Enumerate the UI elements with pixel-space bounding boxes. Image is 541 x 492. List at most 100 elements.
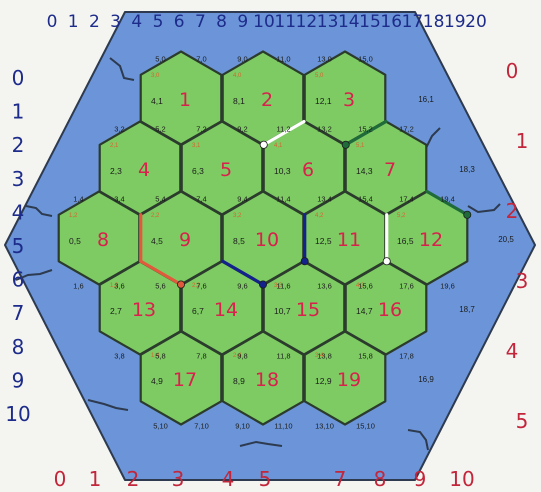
bottom-ruler-number: 5 [259,467,272,491]
top-ruler-number: 16 [380,12,402,32]
tile-number: 3 [343,89,355,111]
hex-tile[interactable]: 94,52,2 [139,190,223,286]
vertex-coordinate: 11,8 [276,352,290,361]
hex-shape [221,330,305,426]
tile-number: 1 [179,89,191,111]
tile-tag: 2,1 [110,143,119,149]
top-ruler-number: 1 [68,12,79,32]
vertex-coordinate: 3,8 [114,352,124,361]
tile-coordinate: 8,9 [233,376,245,386]
green-settlement[interactable] [341,140,350,149]
top-ruler-number: 10 [253,12,275,32]
tile-coordinate: 12,9 [315,376,332,386]
top-ruler-number: 6 [174,12,185,32]
right-ruler-number: 1 [516,129,529,153]
top-ruler-number: 4 [131,12,142,32]
tile-coordinate: 14,3 [356,166,373,176]
tile-tag: 4,3 [356,283,365,289]
tile-coordinate: 2,3 [110,166,122,176]
tile-coordinate: 8,1 [233,96,245,106]
tile-coordinate: 10,3 [274,166,291,176]
green-road[interactable] [344,119,388,147]
tile-tag: 1,3 [110,283,119,289]
right-ruler-number: 5 [516,409,529,433]
tile-tag: 3,4 [315,353,324,359]
tile-coordinate: 16,5 [397,236,414,246]
bottom-ruler-number: 7 [334,467,347,491]
tile-tag: 5,2 [397,213,406,219]
green-road[interactable] [425,189,469,217]
vertex-coordinate: 15,0 [358,55,373,64]
top-ruler-number: 20 [465,12,487,32]
top-ruler-number: 9 [237,12,248,32]
top-ruler-number: 3 [110,12,121,32]
left-ruler-number: 5 [12,234,25,258]
tile-number: 2 [261,89,273,111]
hex-tile[interactable]: 188,92,4 [221,330,305,426]
left-ruler-number: 3 [12,167,25,191]
tile-tag: 2,4 [233,353,242,359]
left-ruler-number: 9 [12,368,25,392]
left-ruler-number: 2 [12,133,25,157]
tile-number: 19 [337,369,361,391]
tile-tag: 2,3 [192,283,201,289]
tile-number: 10 [255,229,279,251]
water-coordinate: 18,3 [459,165,475,174]
white-settlement[interactable] [259,140,268,149]
bottom-ruler-number: 9 [414,467,427,491]
tile-tag: 5,1 [356,143,365,149]
tile-number: 15 [296,299,320,321]
water-coordinate: 16,1 [418,95,434,104]
tile-tag: 5,0 [315,73,324,79]
frame-ticks [15,57,501,451]
blue-road[interactable] [221,259,265,287]
vertex-coordinate: 13,10 [315,422,334,431]
vertex-coordinate: 9,10 [235,422,250,431]
tile-tag: 3,1 [192,143,201,149]
red-settlement[interactable] [176,280,185,289]
left-ruler-number: 0 [12,66,25,90]
top-ruler-number: 8 [216,12,227,32]
top-ruler-number: 11 [274,12,296,32]
bottom-ruler-number: 10 [449,467,474,491]
tile-number: 17 [173,369,197,391]
tile-tag: 3,3 [274,283,283,289]
water-coordinate: 20,5 [498,235,514,244]
vertex-coordinate: 5,10 [153,422,168,431]
roads-layer [139,119,472,289]
tile-coordinate: 10,7 [274,306,291,316]
right-ruler-number: 4 [506,339,519,363]
white-road[interactable] [262,119,306,147]
vertex-coordinate: 7,10 [194,422,209,431]
vertex-coordinate: 17,8 [399,352,414,361]
tile-coordinate: 6,3 [192,166,204,176]
white-settlement[interactable] [382,257,391,266]
hex-shape [303,330,387,426]
bottom-ruler-number: 2 [127,467,140,491]
hex-tile[interactable]: 4 2,3 2,1 [98,120,182,216]
red-road[interactable] [139,259,183,287]
top-ruler-number: 5 [153,12,164,32]
vertex-coordinate: 1,4 [73,195,83,204]
tile-coordinate: 2,7 [110,306,122,316]
water-coordinate: 16,9 [418,375,434,384]
bottom-ruler-number: 8 [374,467,387,491]
vertex-coordinate: 7,0 [196,55,206,64]
green-settlement[interactable] [463,210,472,219]
blue-settlement[interactable] [258,280,267,289]
vertex-coordinate: 9,2 [237,125,247,134]
vertex-coordinate: 17,2 [399,125,414,134]
tile-number: 6 [302,159,314,181]
tile-number: 4 [138,159,150,181]
blue-settlement[interactable] [300,257,309,266]
top-ruler-number: 17 [402,12,424,32]
tile-tag: 1,2 [69,213,78,219]
hex-tile[interactable]: 19 12,9 3,4 [303,330,387,426]
top-ruler-number: 12 [296,12,318,32]
vertex-coordinate: 11,6 [276,282,290,291]
hex-tile[interactable]: 174,91,4 [139,330,223,426]
